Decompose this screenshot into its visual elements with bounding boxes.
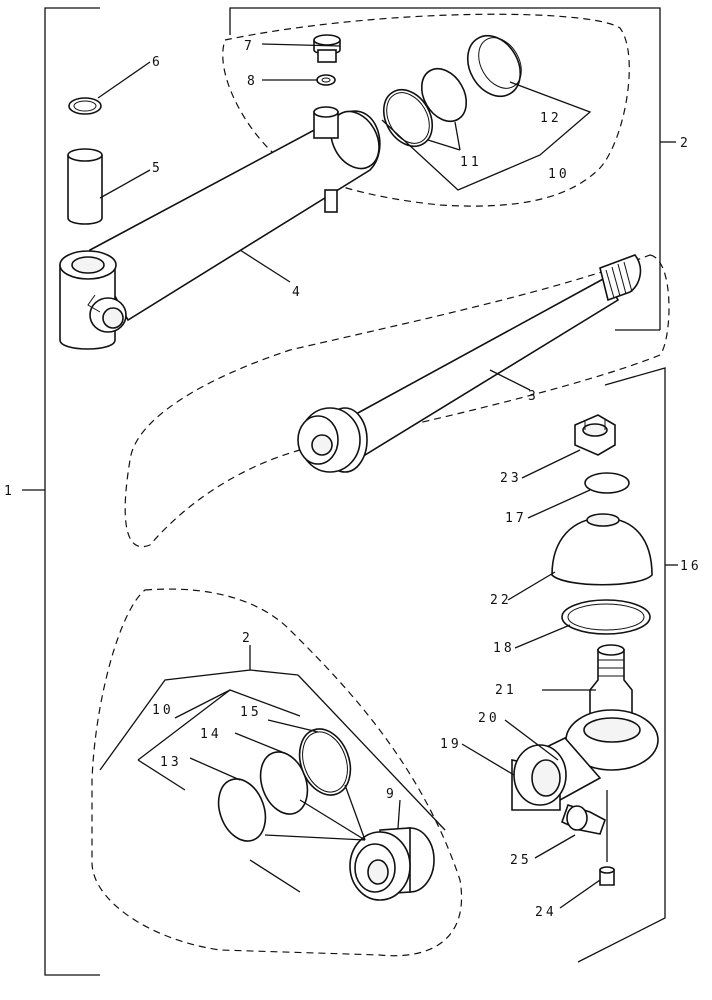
- callout-22: 22: [490, 593, 512, 608]
- callout-12: 12: [540, 111, 562, 126]
- callout-10-upper: 10: [548, 167, 570, 182]
- callout-16: 16: [680, 559, 702, 574]
- leader-lines: [97, 43, 601, 909]
- wiper-ring-12: [466, 35, 522, 97]
- callout-10-lower: 10: [152, 703, 174, 718]
- cylinder-barrel-4: [59, 106, 381, 350]
- callout-25: 25: [510, 853, 532, 868]
- callout-4: 4: [292, 285, 303, 300]
- piston-rod-3: [297, 254, 642, 473]
- callout-21: 21: [495, 683, 517, 698]
- plug-7: [313, 34, 341, 63]
- callout-11: 11: [460, 155, 482, 170]
- callout-20: 20: [478, 711, 500, 726]
- washer-6: [68, 97, 102, 115]
- tie-rod-end-20: [511, 709, 659, 811]
- callout-6: 6: [152, 55, 163, 70]
- callout-19: 19: [440, 737, 462, 752]
- snap-ring-15: [298, 728, 352, 796]
- callout-labels: 1 2 2 3 4 5 6 7 8 9 10 10 11 12 13 14 15…: [4, 39, 702, 920]
- o-rings-11: [382, 67, 468, 148]
- callout-1: 1: [4, 484, 15, 499]
- callout-7: 7: [244, 39, 255, 54]
- callout-13: 13: [160, 755, 182, 770]
- callout-17: 17: [505, 511, 527, 526]
- callout-9: 9: [386, 787, 397, 802]
- dust-boot-22: [551, 513, 653, 586]
- callout-2-upper: 2: [680, 136, 691, 151]
- callout-5: 5: [152, 161, 163, 176]
- callout-24: 24: [535, 905, 557, 920]
- callout-15: 15: [240, 705, 262, 720]
- callout-18: 18: [493, 641, 515, 656]
- fitting-25: [560, 804, 606, 835]
- bracket-16: [577, 367, 678, 963]
- bracket-2-upper: [229, 7, 676, 331]
- o-ring-13: [217, 778, 267, 842]
- callout-14: 14: [200, 727, 222, 742]
- callout-3: 3: [528, 389, 539, 404]
- grease-nipple-24: [599, 790, 615, 886]
- callout-2-lower: 2: [242, 631, 253, 646]
- dashed-group-rod: [124, 254, 670, 548]
- callout-8: 8: [247, 74, 258, 89]
- castle-nut-23: [574, 414, 616, 456]
- bushing-5: [67, 148, 103, 225]
- assembly-bracket-1: [22, 7, 100, 976]
- seal-ring-18: [561, 599, 651, 635]
- callout-23: 23: [500, 471, 522, 486]
- seal-8: [316, 74, 336, 86]
- snap-ring-17: [584, 472, 630, 494]
- gland-9: [349, 827, 435, 901]
